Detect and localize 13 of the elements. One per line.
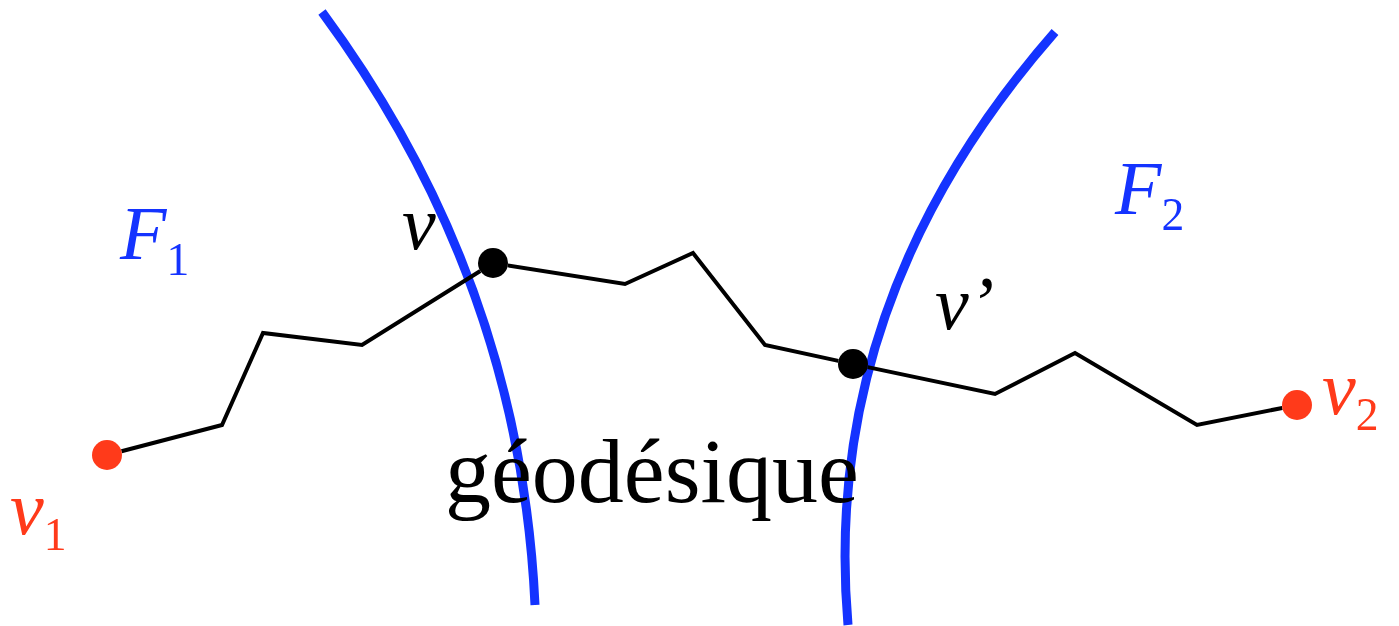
vertex-dot: [92, 440, 122, 470]
path-segment: [121, 269, 482, 454]
vertex-label: v$_{1}$: [10, 470, 67, 558]
vertex-label: v: [402, 185, 436, 261]
vertex-label: v$_{2}$: [1322, 350, 1379, 438]
path-segment: [867, 350, 1283, 428]
region-label: F$_{1}$: [120, 195, 190, 283]
vertex-dot: [478, 248, 508, 278]
vertex-dot: [838, 349, 868, 379]
region-label: F$_{2}$: [1115, 150, 1185, 238]
vertex-label: v’: [935, 265, 995, 341]
path-segment: [507, 250, 839, 363]
vertex-dot: [1282, 390, 1312, 420]
